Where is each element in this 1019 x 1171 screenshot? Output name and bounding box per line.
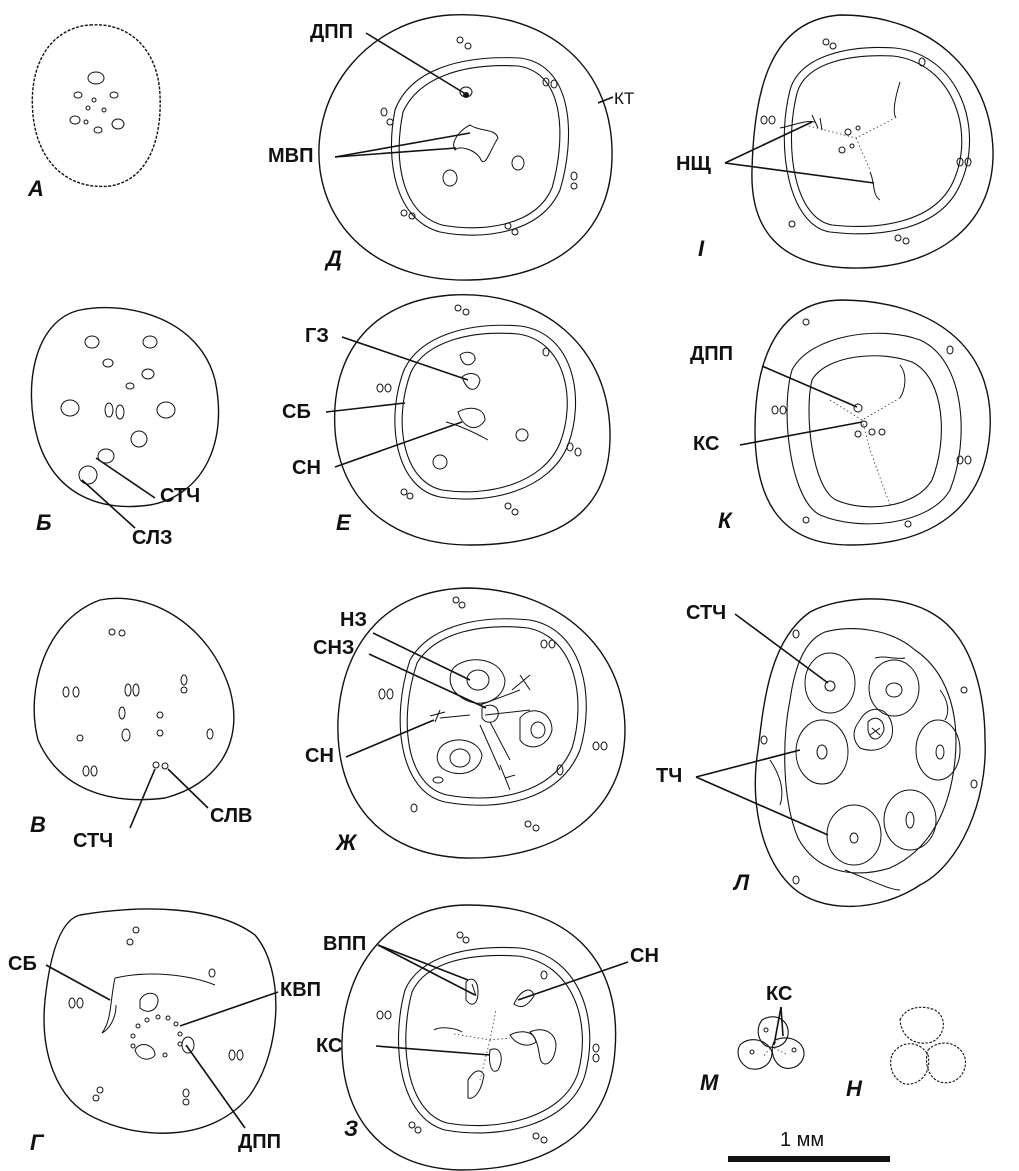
- label-sn-zh: СН: [305, 745, 334, 767]
- label-ks-m: КС: [766, 983, 792, 1005]
- panel-label-a: А: [27, 176, 44, 201]
- scale-bar-label: 1 мм: [780, 1129, 824, 1151]
- leader-slv-v: [168, 769, 208, 808]
- leader-sb-g: [46, 965, 110, 1000]
- panel-e-section: [335, 295, 610, 545]
- leader-sb-e: [326, 403, 405, 412]
- panel-b-section: [31, 308, 218, 507]
- panel-g-section: [44, 909, 276, 1133]
- label-nsch-i: НЩ: [676, 153, 711, 175]
- label-ks-z: КС: [316, 1035, 342, 1057]
- leader-gz-e: [342, 337, 468, 380]
- label-stch-v: СТЧ: [73, 830, 113, 852]
- panel-label-m: М: [700, 1070, 719, 1095]
- label-gz-e: ГЗ: [305, 325, 329, 347]
- label-dpp-k: ДПП: [690, 343, 733, 365]
- leader-stch-l: [735, 614, 828, 683]
- label-stch-b: СТЧ: [160, 485, 200, 507]
- label-sn-z: СН: [630, 945, 659, 967]
- panel-label-i: І: [698, 236, 705, 261]
- panel-label-n: Н: [846, 1076, 863, 1101]
- leader-tch-l-2: [696, 777, 828, 835]
- leader-kt-d: [598, 97, 613, 103]
- leader-stch-b: [96, 458, 155, 498]
- panel-label-l: Л: [732, 870, 750, 895]
- label-kvp-g: КВП: [280, 979, 321, 1001]
- panel-label-d: Д: [324, 246, 342, 271]
- panel-d-section: [319, 15, 612, 280]
- leader-ks-z: [376, 1046, 490, 1055]
- label-nz-zh: НЗ: [340, 609, 367, 631]
- label-sn-e: СН: [292, 457, 321, 479]
- leader-ks-k: [740, 422, 862, 445]
- scale-bar-line: [728, 1156, 890, 1162]
- label-vpp-z: ВПП: [323, 933, 366, 955]
- leader-kvp-g: [180, 992, 278, 1026]
- leader-sn-e: [335, 422, 462, 467]
- leader-slz-b: [82, 480, 135, 528]
- label-tch-l: ТЧ: [656, 765, 682, 787]
- panel-label-k: К: [718, 508, 733, 533]
- label-ks-k: КС: [693, 433, 719, 455]
- leader-sn-zh: [346, 720, 434, 757]
- leader-nsch-i-1: [725, 122, 812, 163]
- label-mvp-d: МВП: [268, 145, 313, 167]
- panel-a-section: [32, 25, 160, 187]
- label-sb-e: СБ: [282, 401, 311, 423]
- leader-nz-zh: [373, 633, 470, 680]
- panel-label-e: Е: [336, 510, 352, 535]
- label-kt-d: КТ: [614, 89, 634, 108]
- panel-m-section: [738, 1017, 804, 1069]
- label-sb-g: СБ: [8, 953, 37, 975]
- leader-stch-v: [130, 769, 155, 828]
- leader-mvp-d-1: [335, 133, 470, 157]
- label-dpp-g: ДПП: [238, 1131, 281, 1153]
- panel-label-zh: Ж: [335, 830, 358, 855]
- panel-v-section: [34, 598, 234, 799]
- panel-zh-section: [338, 588, 625, 858]
- label-slv-v: СЛВ: [210, 805, 252, 827]
- panel-z-section: [342, 905, 616, 1170]
- leader-dpp-g: [186, 1045, 245, 1128]
- leader-nsch-i-2: [725, 163, 874, 183]
- panel-i-section: [752, 15, 993, 268]
- panel-label-b: Б: [36, 510, 52, 535]
- leader-dpp-d: [366, 33, 464, 93]
- panel-label-v: В: [30, 812, 46, 837]
- panel-n-section: [891, 1007, 966, 1084]
- leader-vpp-z-2: [378, 945, 475, 995]
- label-slz-b: СЛЗ: [132, 527, 173, 549]
- leader-mvp-d-2: [335, 148, 456, 157]
- label-stch-l: СТЧ: [686, 602, 726, 624]
- leader-snz-zh: [369, 654, 486, 708]
- panel-k-section: [755, 300, 990, 545]
- panel-label-g: Г: [30, 1130, 45, 1155]
- kvp-ring: [131, 1015, 182, 1057]
- label-dpp-d: ДПП: [310, 21, 353, 43]
- leader-ks-m-2: [781, 1007, 783, 1036]
- label-snz-zh: СНЗ: [313, 637, 354, 659]
- leader-vpp-z-1: [378, 945, 468, 980]
- scale-bar: 1 мм: [728, 1129, 890, 1162]
- panel-label-z: З: [344, 1116, 358, 1141]
